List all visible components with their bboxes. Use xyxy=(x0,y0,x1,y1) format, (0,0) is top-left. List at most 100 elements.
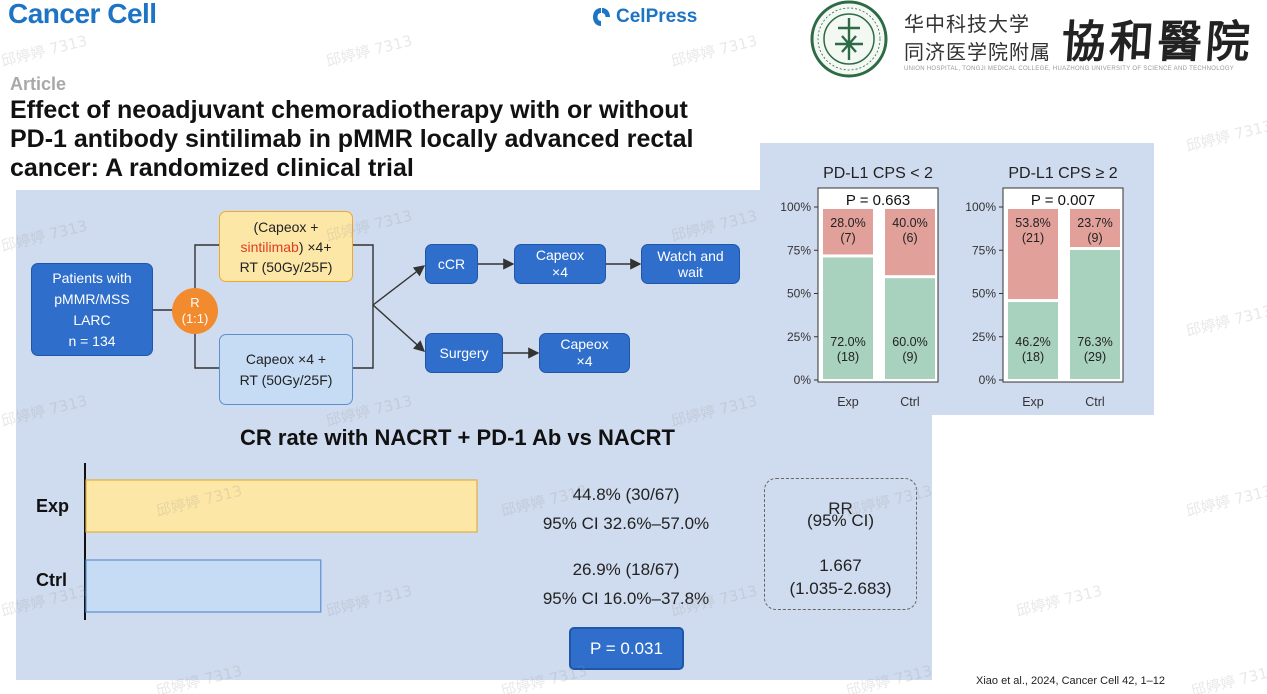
cellpress-icon xyxy=(593,8,610,26)
arrow-to-surgery xyxy=(372,304,426,352)
patients-line3: LARC xyxy=(73,311,111,328)
journal-title: Cancer Cell xyxy=(8,0,157,29)
exp-ci-text: 95% CI 32.6%–57.0% xyxy=(542,514,710,533)
exp-arm-line2: sintilimab) ×4+ xyxy=(240,237,331,257)
pdl-chart-1-label-count: (7) xyxy=(840,231,855,245)
cellpress-logo: CelPress xyxy=(590,6,697,28)
watch-wait-box: Watch and wait xyxy=(641,244,740,284)
exp-rate-text: 44.8% (30/67) xyxy=(572,485,680,504)
pdl-chart-1-label-pct: 72.0% xyxy=(830,335,865,349)
pdl-chart-2-xtick-label: Ctrl xyxy=(1085,395,1104,409)
pdl-chart-2-label-pct: 23.7% xyxy=(1077,216,1112,230)
watch-line1: Watch and xyxy=(657,248,724,264)
publisher-name: CelPress xyxy=(616,6,698,27)
pdl-chart-2-ytick-label: 100% xyxy=(965,200,996,214)
exp-arm-line2-rest: ) ×4+ xyxy=(298,238,332,255)
capeox2-line2: ×4 xyxy=(576,353,593,369)
pdl-chart-1-ytick-label: 25% xyxy=(787,330,811,344)
sintilimab-text: sintilimab xyxy=(240,238,299,255)
pdl-chart-1-ytick-label: 50% xyxy=(787,287,811,301)
pdl-chart-1-xtick-label: Exp xyxy=(837,395,859,409)
capeox2-line1: Capeox xyxy=(560,336,609,352)
pdl-chart-1-ytick-label: 0% xyxy=(794,373,812,387)
pdl-chart-2-bar-ctrl-seg1 xyxy=(1070,209,1120,248)
pdl-chart-1-label-count: (9) xyxy=(902,350,917,364)
p-value-badge: P = 0.031 xyxy=(569,627,684,670)
patients-line4: n = 134 xyxy=(68,332,116,349)
pdl-chart-2-p-value: P = 0.007 xyxy=(1031,192,1095,209)
ctrl-ci-text: 95% CI 16.0%–37.8% xyxy=(542,589,710,608)
patients-line2: pMMR/MSS xyxy=(54,290,130,307)
pdl-chart-2-label-pct: 53.8% xyxy=(1015,216,1050,230)
ctrl-rate-text: 26.9% (18/67) xyxy=(572,560,680,579)
exp-arm-line1: (Capeox + xyxy=(253,218,319,235)
pdl-chart-1-label-count: (6) xyxy=(902,231,917,245)
randomization-circle: R (1:1) xyxy=(172,288,218,334)
cr-rate-title: CR rate with NACRT + PD-1 Ab vs NACRT xyxy=(240,425,675,450)
exp-bar-label: Exp xyxy=(36,496,70,516)
hospital-english-name: UNION HOSPITAL, TONGJI MEDICAL COLLEGE, … xyxy=(904,66,1235,72)
ctrl-arm-box: Capeox ×4 + RT (50Gy/25F) xyxy=(219,334,353,405)
university-name: 华中科技大学 xyxy=(904,12,1030,36)
pdl-chart-2-bar-exp-seg1 xyxy=(1008,209,1058,300)
pdl-chart-2-bar-exp-seg0 xyxy=(1008,302,1058,379)
pdl-chart-1-label-pct: 28.0% xyxy=(830,216,865,230)
pdl-chart-2-ytick-label: 75% xyxy=(972,243,996,257)
hospital-seal-icon xyxy=(810,0,888,78)
capeox-box-2: Capeox ×4 xyxy=(539,333,630,373)
pdl-chart-1-bar-ctrl-seg0 xyxy=(885,278,935,379)
rr-ci-label: (95% CI) xyxy=(806,511,875,530)
pdl-chart-2-label-count: (18) xyxy=(1022,350,1044,364)
pdl-chart-2-bar-ctrl-seg0 xyxy=(1070,250,1120,379)
pdl-chart-1-label-count: (18) xyxy=(837,350,859,364)
capeox-box-1: Capeox ×4 xyxy=(514,244,606,284)
pdl-chart-2-xtick-label: Exp xyxy=(1022,395,1044,409)
pdl-chart-1-ytick-label: 100% xyxy=(780,200,811,214)
cr-bar-exp xyxy=(85,479,478,533)
patients-line1: Patients with xyxy=(52,269,132,286)
arrow-to-ccr xyxy=(372,265,426,306)
connector-merge xyxy=(353,244,374,369)
pdl-chart-2-label-count: (9) xyxy=(1087,231,1102,245)
article-title: Effect of neoadjuvant chemoradiotherapy … xyxy=(10,96,694,182)
ccr-box: cCR xyxy=(425,244,478,284)
exp-arm-line3: RT (50Gy/25F) xyxy=(239,258,333,275)
pdl-chart-2-label-count: (29) xyxy=(1084,350,1106,364)
pdl-chart-2-label-pct: 46.2% xyxy=(1015,335,1050,349)
connector-r-exp xyxy=(194,244,219,290)
ctrl-arm-line2: RT (50Gy/25F) xyxy=(239,371,333,388)
pdl-chart-2-label-count: (21) xyxy=(1022,231,1044,245)
surgery-box: Surgery xyxy=(425,333,503,373)
rr-label: RR xyxy=(828,499,853,518)
randomization-ratio: (1:1) xyxy=(181,311,209,326)
rr-range: (1.035-2.683) xyxy=(789,579,892,598)
relative-risk-box xyxy=(764,478,917,610)
cr-bar-ctrl xyxy=(85,559,322,613)
ctrl-arm-line1: Capeox ×4 + xyxy=(245,350,327,367)
pdl-chart-2-label-pct: 76.3% xyxy=(1077,335,1112,349)
college-name: 同济医学院附属 xyxy=(904,40,1051,64)
pdl-chart-1-label-pct: 60.0% xyxy=(892,335,927,349)
pdl-chart-2-title: PD-L1 CPS ≥ 2 xyxy=(1008,165,1117,182)
patients-box: Patients with pMMR/MSS LARC n = 134 xyxy=(31,263,153,356)
pdl-chart-1-label-pct: 40.0% xyxy=(892,216,927,230)
capeox1-line2: ×4 xyxy=(552,264,568,280)
watch-line2: wait xyxy=(678,264,703,280)
exp-arm-box: (Capeox + sintilimab) ×4+ RT (50Gy/25F) xyxy=(219,211,353,282)
pdl-chart-1-title: PD-L1 CPS < 2 xyxy=(823,165,933,182)
pdl-chart-2-ytick-label: 25% xyxy=(972,330,996,344)
pdl-chart-1-bar-exp-seg0 xyxy=(823,257,873,379)
rr-value: 1.667 xyxy=(819,556,862,575)
pdl-chart-1-p-value: P = 0.663 xyxy=(846,192,910,209)
article-label: Article xyxy=(10,74,67,94)
pdl-chart-1-xtick-label: Ctrl xyxy=(900,395,919,409)
pdl-chart-1-bar-exp-seg1 xyxy=(823,209,873,255)
pdl-chart-1-ytick-label: 75% xyxy=(787,243,811,257)
pdl-chart-1-bar-ctrl-seg1 xyxy=(885,209,935,276)
capeox1-line1: Capeox xyxy=(535,247,585,263)
randomization-label: R xyxy=(190,295,200,310)
ctrl-bar-label: Ctrl xyxy=(36,570,67,590)
pdl-chart-2-ytick-label: 0% xyxy=(979,373,997,387)
